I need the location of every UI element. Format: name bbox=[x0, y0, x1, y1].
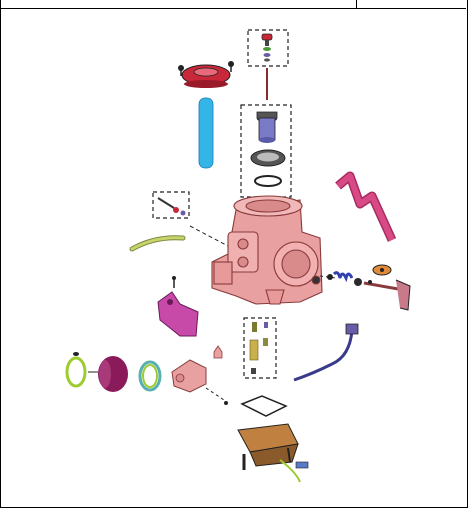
title-bar bbox=[0, 0, 466, 9]
throttle-slide bbox=[198, 97, 214, 169]
idle-screw-assembly bbox=[171, 345, 228, 405]
diaphragm-spring-group bbox=[250, 111, 286, 187]
pilot-jet-group bbox=[249, 322, 268, 374]
solenoid-assembly bbox=[65, 352, 162, 392]
pilot-screw-group-box bbox=[152, 191, 190, 219]
bent-pipe bbox=[335, 171, 397, 242]
pilot-screw-group bbox=[157, 197, 229, 247]
drain-hose bbox=[293, 329, 354, 382]
float-bowl bbox=[237, 395, 309, 483]
jet-needle-group bbox=[261, 33, 273, 100]
pilot-jet-group-box bbox=[243, 317, 277, 379]
throttle-cable-bracket bbox=[319, 264, 411, 311]
diaphragm-group-box bbox=[240, 104, 292, 198]
jet-needle-group-box bbox=[247, 29, 289, 67]
tps-sensor bbox=[157, 276, 199, 337]
carburetor-body bbox=[211, 195, 323, 305]
title-bar-divider bbox=[356, 0, 357, 8]
top-cap bbox=[178, 61, 234, 88]
